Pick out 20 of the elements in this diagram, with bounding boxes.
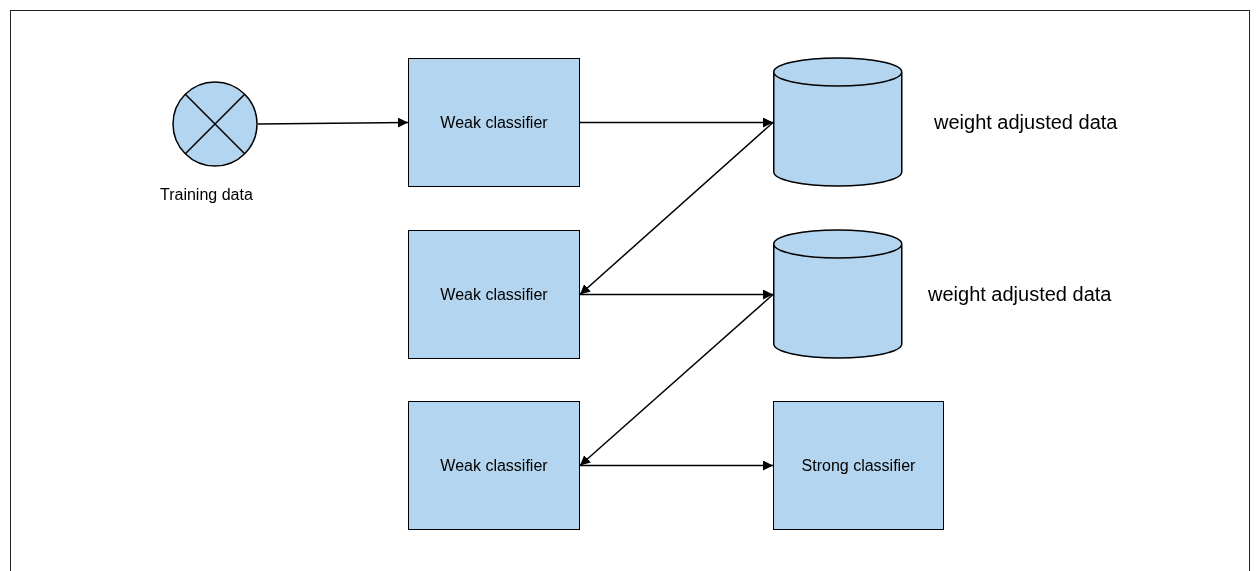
arrow (579, 293, 774, 467)
arrow (579, 460, 774, 471)
arrow (257, 117, 409, 128)
node-label: Weak classifier (440, 456, 548, 475)
process-box (773, 401, 944, 530)
node-caption: weight adjusted data (928, 283, 1112, 306)
node-caption: weight adjusted data (934, 111, 1118, 134)
crossed-circle (172, 81, 258, 167)
process-box (408, 230, 580, 359)
process-box (408, 401, 580, 530)
database-cylinder (773, 230, 902, 359)
node-label: Weak classifier (440, 113, 548, 132)
arrow (579, 117, 774, 128)
node-label: Weak classifier (440, 285, 548, 304)
process-box (408, 58, 580, 187)
node-label: Strong classifier (801, 456, 916, 475)
node-caption: Training data (160, 186, 253, 204)
database-cylinder (773, 58, 902, 187)
arrow (579, 289, 774, 300)
arrow (579, 121, 774, 296)
